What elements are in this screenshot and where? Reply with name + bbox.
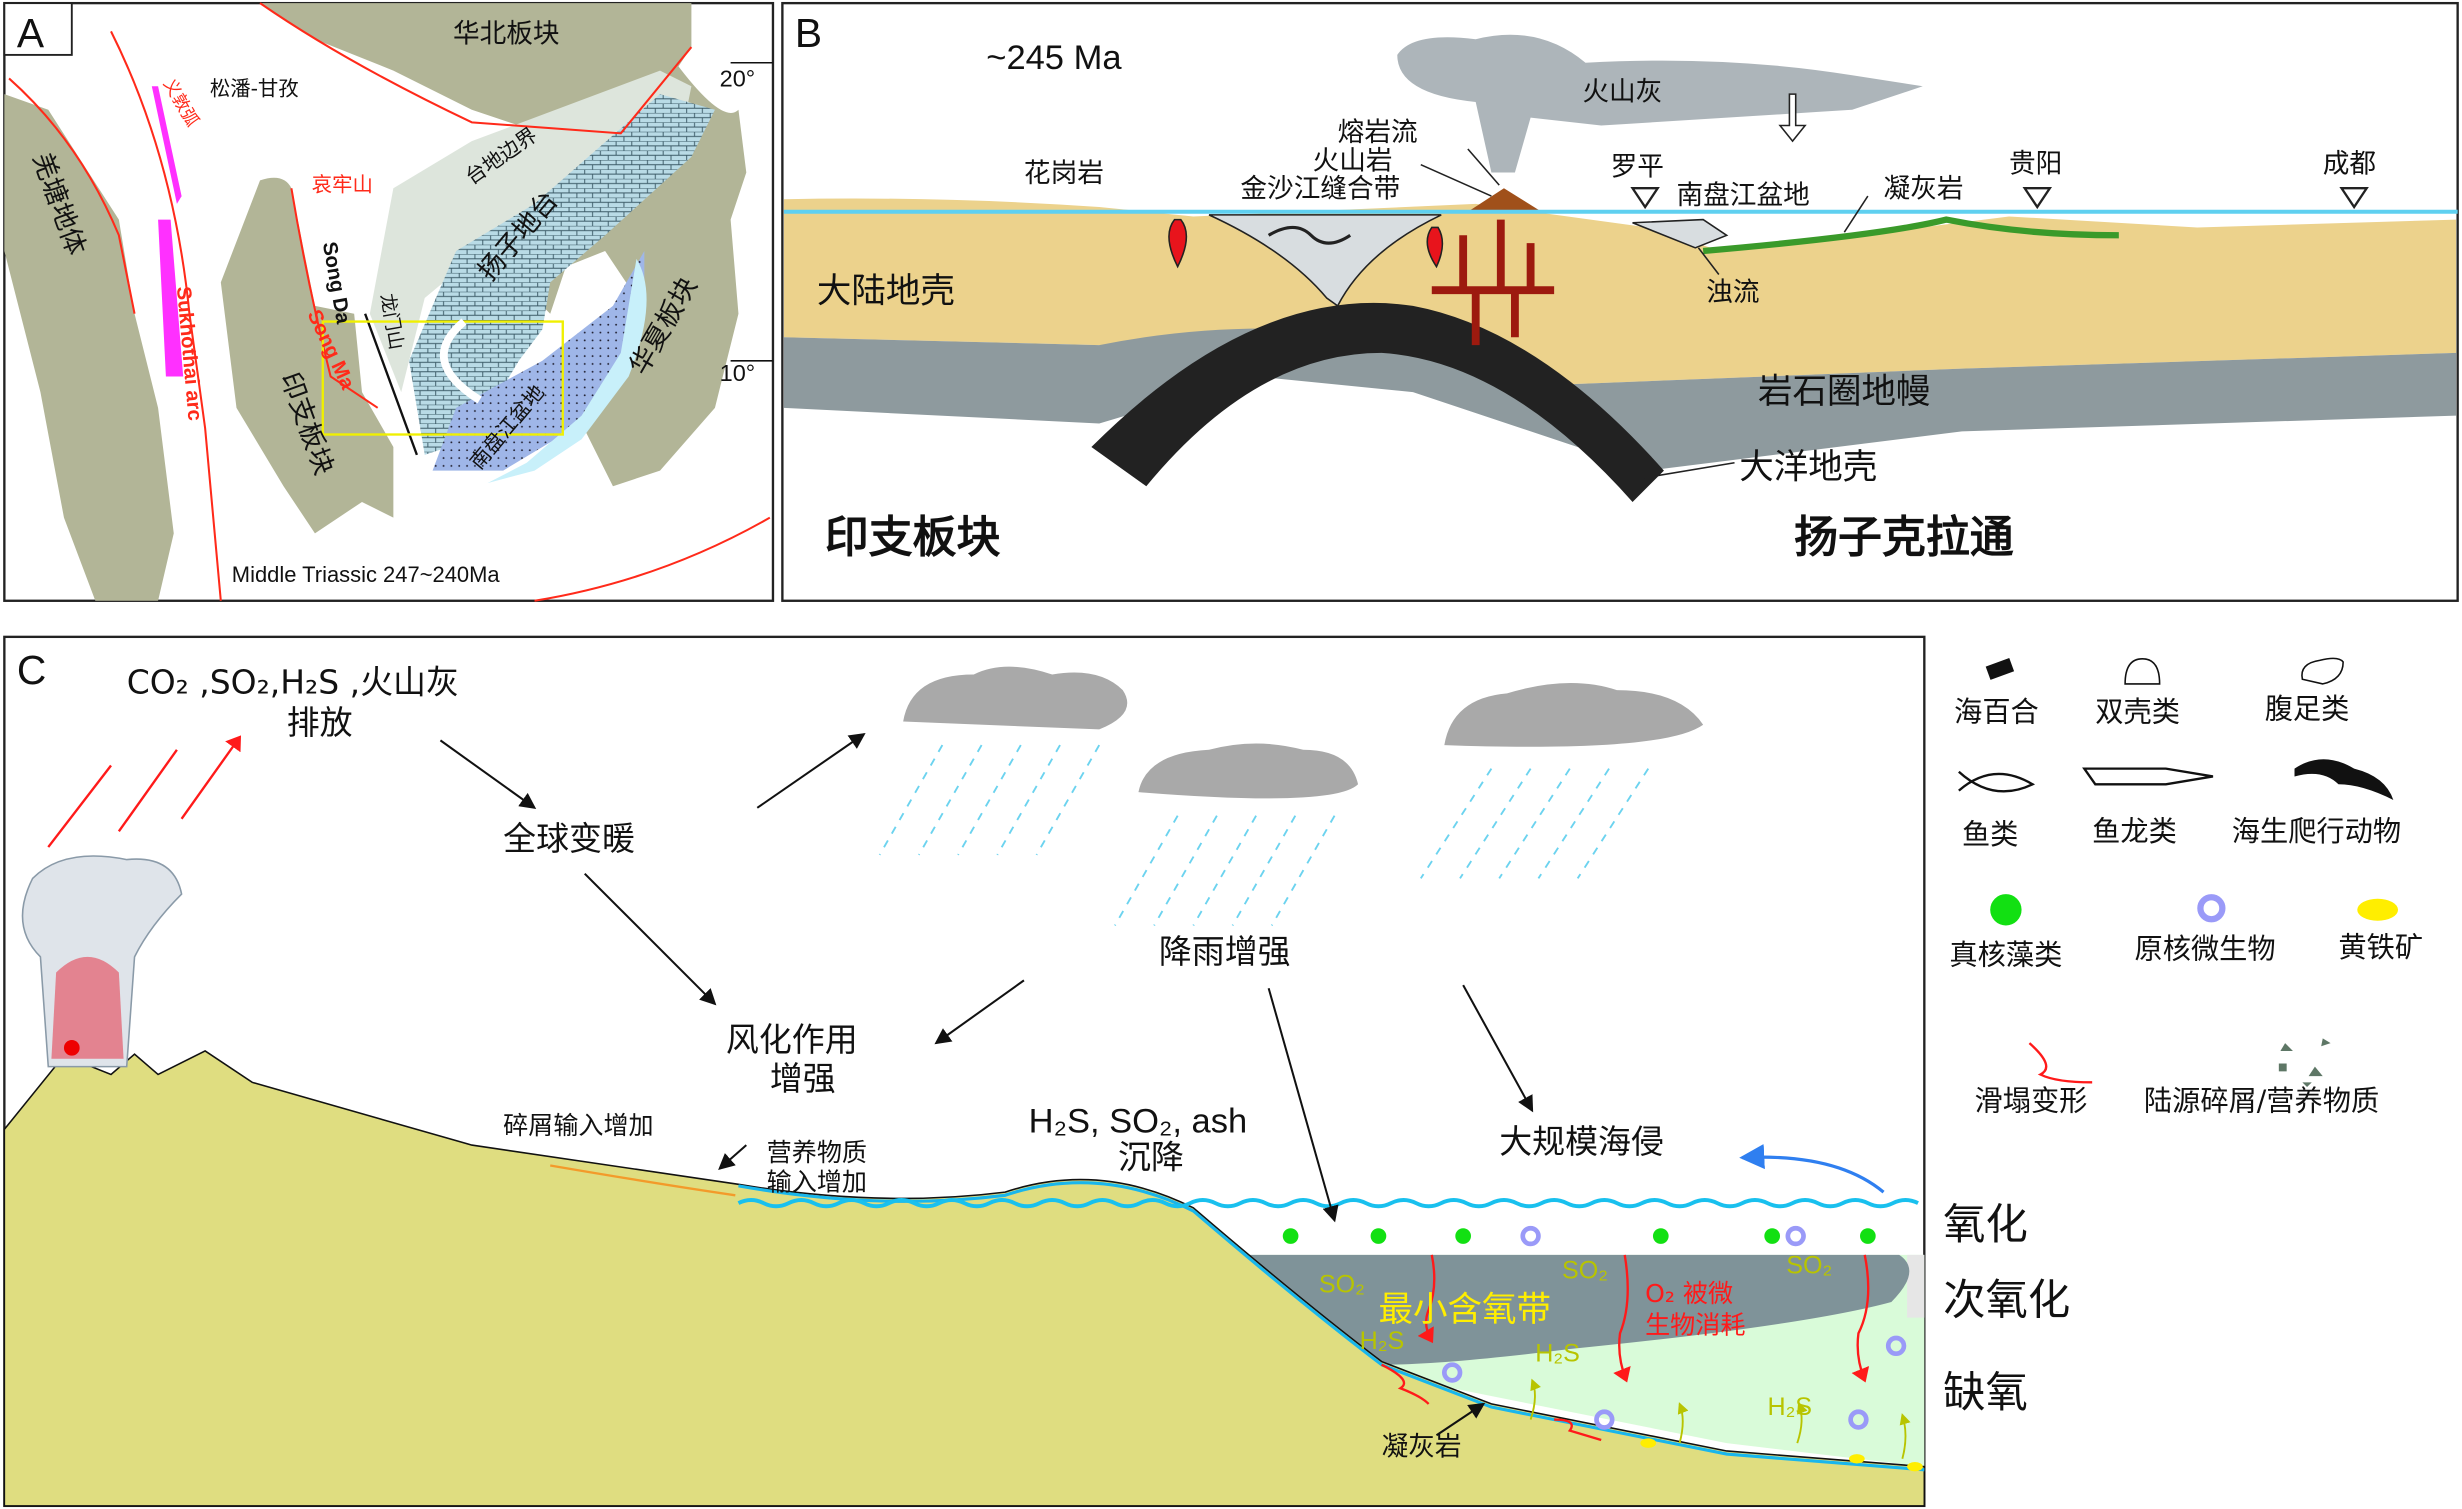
settling-text: H₂S, SO₂, ash [1029,1103,1248,1141]
slump-icon [2028,1042,2093,1084]
nutrient-input-2: 输入增加 [767,1168,867,1197]
marine-reptile-icon [2294,759,2394,800]
legend-label: 原核微生物 [2135,932,2276,965]
h2s-arrows [1529,1378,1911,1460]
so2-label: SO₂ [1319,1271,1365,1299]
zone-anoxic: 缺氧 [1943,1368,2028,1417]
emission-text: CO₂ ,SO₂,H₂S ,火山灰 [127,662,459,701]
emission-text-2: 排放 [287,703,353,742]
weathering-text-2: 增强 [770,1059,836,1098]
nutrient-input: 营养物质 [767,1138,867,1167]
label-yangtze-craton: 扬子克拉通 [1794,512,2014,563]
panel-b-cross-section: B ~245 Ma 火山灰 熔岩流 火山岩 金沙江缝合带 花岗岩 罗平 南盘江盆… [781,1,2459,602]
legend-label: 鱼类 [1962,818,2018,851]
fault-line [259,2,693,135]
label-tuff: 凝灰岩 [1884,174,1964,205]
so2-label: SO₂ [1786,1252,1832,1280]
label-jinsha: 金沙江缝合带 [1240,174,1400,205]
latitude-20: 20° [720,65,756,91]
oxygen-minimum-zone [1240,1254,1910,1365]
label-granite: 花岗岩 [1024,158,1104,189]
rain-clouds [903,666,1704,799]
label-continental-crust: 大陆地壳 [817,272,955,312]
eukaryotic-algae-icon [1990,894,2022,926]
legend-label: 黄铁矿 [2338,931,2423,964]
yangtze-platform [409,94,715,455]
label-oceanic-crust: 大洋地壳 [1739,447,1877,487]
o2-consumed: O₂ 被微 [1645,1279,1733,1308]
h2s-label: H₂S [1535,1340,1580,1368]
transgression-text: 大规模海侵 [1499,1122,1664,1161]
label-ash: 火山灰 [1582,76,1662,107]
ichthyosaur-icon [2082,767,2214,786]
rain [878,744,1650,926]
h2s-label: H₂S [1767,1393,1812,1421]
zone-suboxic: 次氧化 [1943,1275,2070,1324]
nanpanjiang-basin [432,250,645,471]
crinoid-icon [1985,658,2015,680]
latitude-10: 10° [720,360,756,386]
fish-icon [1958,770,2036,793]
label-north-china: 华北板块 [453,18,560,49]
legend: 海百合 双壳类 腹足类 鱼类 鱼龙类 海生爬行动物 真核藻类 原核微生物 黄铁矿… [1949,657,2423,1118]
land-profile [3,1050,1926,1507]
legend-label: 真核藻类 [1949,939,2062,972]
debris-icon [2278,1038,2331,1088]
label-mantle: 岩石圈地幔 [1758,372,1931,412]
pyrite-markers [1640,1438,1923,1472]
weathering-text: 风化作用 [726,1020,858,1059]
bivalve-icon [2124,658,2161,685]
omz-label: 最小含氧带 [1378,1290,1550,1330]
label-volcanic-rock: 火山岩 [1313,145,1393,176]
prokaryote-icon [2197,894,2226,923]
label-chengdu: 成都 [2323,149,2376,180]
slump-marker [1381,1363,1602,1442]
tuff-label: 凝灰岩 [1382,1432,1462,1463]
label-turbidite: 浊流 [1706,277,1759,308]
debris-input: 碎屑输入增加 [503,1111,653,1140]
algae-markers [1282,1228,1876,1244]
ash-cloud [1397,34,1923,173]
panel-c-model: C CO₂ ,SO₂,H₂S ,火山灰 排放 全球变暖 降雨增强 风化作用 增强… [3,635,2070,1508]
h2s-label: H₂S [1360,1327,1405,1355]
legend-label: 滑塌变形 [1975,1085,2088,1118]
label-lava: 熔岩流 [1338,117,1418,148]
label-songpan: 松潘-甘孜 [210,77,299,101]
panel-label-c: C [17,647,46,693]
panel-a-map: A 华北板块 松潘-甘孜 义敦弧 羌塘地体 哀牢山 台地边界 扬子地台 Song… [3,1,775,602]
zone-oxic: 氧化 [1943,1200,2028,1249]
legend-label: 腹足类 [2265,692,2350,725]
legend-label: 陆源碎屑/营养物质 [2144,1085,2379,1118]
so2-label: SO₂ [1562,1256,1608,1284]
map-caption: Middle Triassic 247~240Ma [232,562,501,587]
o2-consumed-2: 生物消耗 [1645,1310,1745,1339]
increased-rainfall: 降雨增强 [1159,932,1291,971]
o2-consumption-arrows [1417,1254,1870,1383]
panel-label-b: B [795,10,822,56]
volcano [1467,188,1542,212]
magma-intrusion [1431,219,1555,346]
settling-text-2: 沉降 [1118,1138,1184,1177]
oceanic-crust [1091,302,1664,502]
legend-label: 鱼龙类 [2092,815,2177,848]
global-warming: 全球变暖 [503,819,635,858]
label-indochina-plate: 印支板块 [825,512,1001,563]
process-arrows [439,732,1534,1437]
pyrite-icon [2357,898,2399,921]
prokaryote-markers [1441,1225,1907,1430]
panel-label-a: A [17,10,45,56]
label-nanpanjiang: 南盘江盆地 [1676,180,1809,211]
legend-label: 双壳类 [2095,696,2180,729]
label-luoping: 罗平 [1611,152,1664,183]
label-guiyang: 贵阳 [2009,149,2062,180]
study-area-box [321,320,564,436]
age-label: ~245 Ma [986,39,1122,77]
legend-label: 海百合 [1954,696,2039,729]
legend-label: 海生爬行动物 [2232,815,2401,848]
label-ailaoshan: 哀牢山 [312,172,373,196]
gastropod-icon [2301,657,2344,685]
